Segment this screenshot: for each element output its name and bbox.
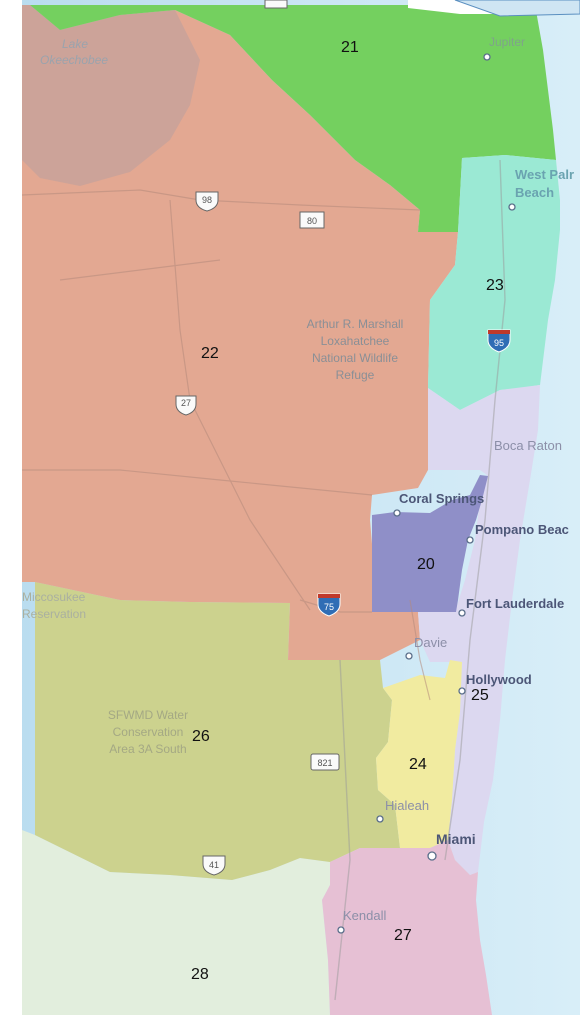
shield-27-label: 27 [181, 398, 191, 408]
us-route-shield-icon: 27 [175, 395, 197, 416]
reservation-line-1: Miccosukee [22, 590, 86, 604]
us-route-shield-icon: 98 [195, 191, 219, 212]
reservation-line-2: Reservation [22, 607, 87, 621]
city-dot-icon [337, 53, 516, 934]
city-label-west-palm: West Palr [515, 167, 575, 182]
state-route-shield-icon: 821 [310, 753, 340, 771]
shield-95-label: 95 [494, 338, 504, 348]
district-20 [372, 475, 488, 612]
refuge-line-2: Loxahatchee [320, 334, 390, 348]
district-28 [22, 830, 330, 1015]
top-road-shield-fragment [264, 0, 288, 9]
shield-821-label: 821 [317, 758, 332, 768]
city-label-pompano-beach: Pompano Beac [475, 522, 569, 537]
city-label-hollywood: Hollywood [466, 672, 532, 687]
shield-41-label: 41 [209, 860, 219, 870]
district-23 [428, 155, 560, 410]
district-25 [418, 385, 540, 875]
shield-98-label: 98 [202, 195, 212, 205]
district-label-23: 23 [486, 277, 504, 294]
feature-label-reservation: Miccosukee Reservation [22, 589, 86, 623]
district-label-25: 25 [471, 687, 489, 704]
district-label-26: 26 [192, 728, 210, 745]
shield-75-label: 75 [324, 602, 334, 612]
wca-line-1: SFWMD Water [107, 708, 189, 722]
district-label-20: 20 [417, 556, 435, 573]
interstate-shield-icon: 95 [487, 329, 511, 353]
us-route-shield-icon: 80 [299, 211, 325, 229]
city-label-kendall: Kendall [343, 908, 387, 923]
wca-line-2: Conservation [112, 725, 184, 739]
district-label-22: 22 [201, 345, 219, 362]
blank-left-margin [0, 0, 22, 1015]
city-label-hialeah: Hialeah [385, 798, 430, 813]
top-right-blue-fragment [454, 0, 580, 17]
city-label-davie: Davie [414, 635, 448, 650]
feature-label-wca: SFWMD Water Conservation Area 3A South [88, 707, 208, 758]
refuge-line-4: Refuge [335, 368, 375, 382]
district-27 [322, 840, 492, 1015]
district-21 [30, 5, 556, 232]
shield-80-label: 80 [307, 216, 317, 226]
feature-label-refuge: Arthur R. Marshall Loxahatchee National … [285, 316, 425, 384]
city-label-jupiter: Jupiter [489, 35, 526, 49]
district-label-27: 27 [394, 927, 412, 944]
feature-label-lake: Lake [62, 37, 89, 51]
district-label-28: 28 [191, 966, 209, 983]
city-label-boca-raton: Boca Raton [494, 438, 562, 453]
wca-line-3: Area 3A South [109, 742, 187, 756]
city-label-fort-lauderdale: Fort Lauderdale [466, 596, 565, 611]
feature-label-okeechobee: Okeechobee [40, 53, 109, 67]
us-route-shield-icon: 41 [202, 855, 226, 876]
lake-okeechobee [22, 5, 200, 186]
district-label-21: 21 [341, 39, 359, 56]
district-label-24: 24 [409, 756, 427, 773]
interstate-shield-icon: 75 [317, 593, 341, 617]
district-26 [35, 582, 400, 880]
district-24 [376, 660, 462, 848]
refuge-line-1: Arthur R. Marshall [306, 317, 404, 331]
city-label-coral-springs: Coral Springs [399, 491, 485, 506]
city-label-west-palm-2: Beach [515, 185, 555, 200]
refuge-line-3: National Wildlife [311, 351, 399, 365]
city-label-miami: Miami [436, 831, 476, 847]
